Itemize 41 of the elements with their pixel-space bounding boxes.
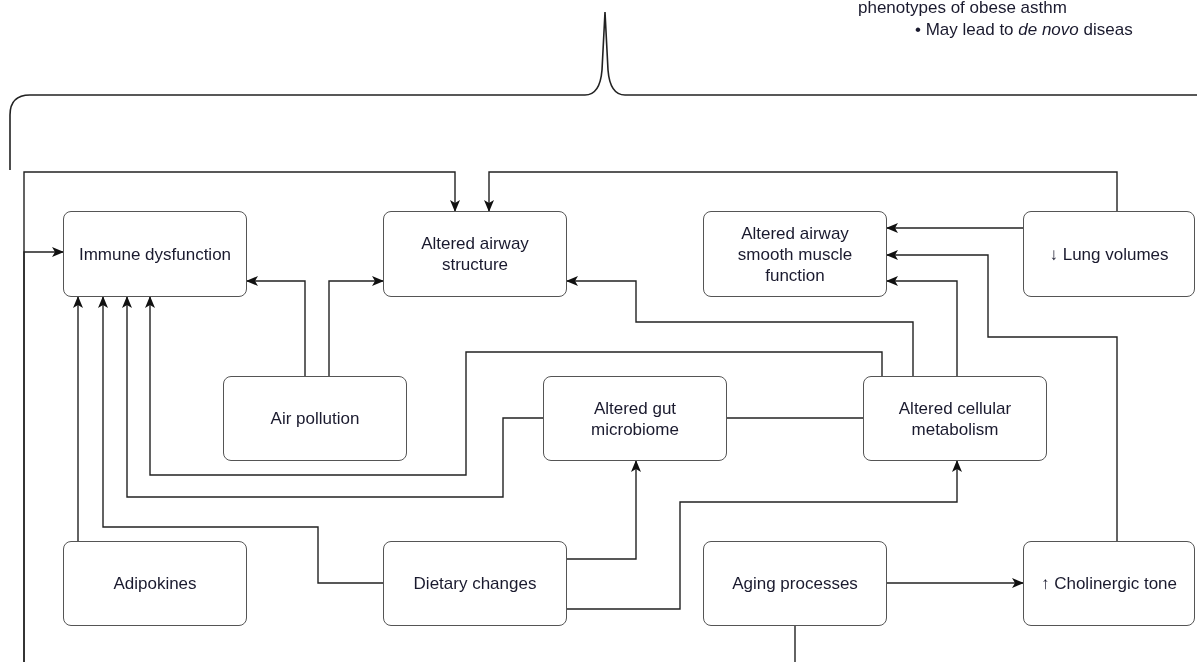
arrow <box>566 460 641 560</box>
process-box <box>863 376 1047 461</box>
process-box <box>383 211 567 297</box>
connector-line <box>794 625 796 662</box>
arrow <box>98 296 384 584</box>
arrow <box>566 276 914 377</box>
arrow <box>328 276 384 377</box>
arrow <box>566 460 962 610</box>
arrow <box>246 276 306 377</box>
arrow <box>886 223 1024 233</box>
box-label: Dietary changes <box>413 573 537 594</box>
box-label: Altered airway structure <box>420 233 530 275</box>
process-box <box>63 541 247 626</box>
arrow <box>886 276 958 377</box>
arrow <box>145 296 883 476</box>
box-label: Immune dysfunction <box>78 243 232 265</box>
box-label: Air pollution <box>270 408 360 429</box>
arrow <box>23 171 460 662</box>
box-label: ↑ Cholinergic tone <box>1040 573 1178 594</box>
arrow <box>886 578 1024 588</box>
process-box <box>703 211 887 297</box>
process-box <box>383 541 567 626</box>
arrow <box>73 296 83 542</box>
box-label: ↓ Lung volumes <box>1049 243 1169 265</box>
box-label: Aging processes <box>732 573 858 594</box>
arrow <box>484 171 1118 212</box>
box-label: Adipokines <box>113 573 197 594</box>
process-box <box>1023 211 1195 297</box>
note-text: • May lead to de novo diseas <box>915 20 1133 40</box>
box-label: Altered cellular metabolism <box>897 397 1013 440</box>
process-box <box>63 211 247 297</box>
arrow <box>122 296 544 498</box>
process-box <box>1023 541 1195 626</box>
note-text: phenotypes of obese asthm <box>858 0 1067 18</box>
box-label: Altered airway smooth muscle function <box>736 222 854 286</box>
connector-line <box>726 417 864 419</box>
process-box <box>703 541 887 626</box>
process-box <box>223 376 407 461</box>
arrow <box>886 250 1118 542</box>
box-label: Altered gut microbiome <box>590 397 680 440</box>
process-box <box>543 376 727 461</box>
